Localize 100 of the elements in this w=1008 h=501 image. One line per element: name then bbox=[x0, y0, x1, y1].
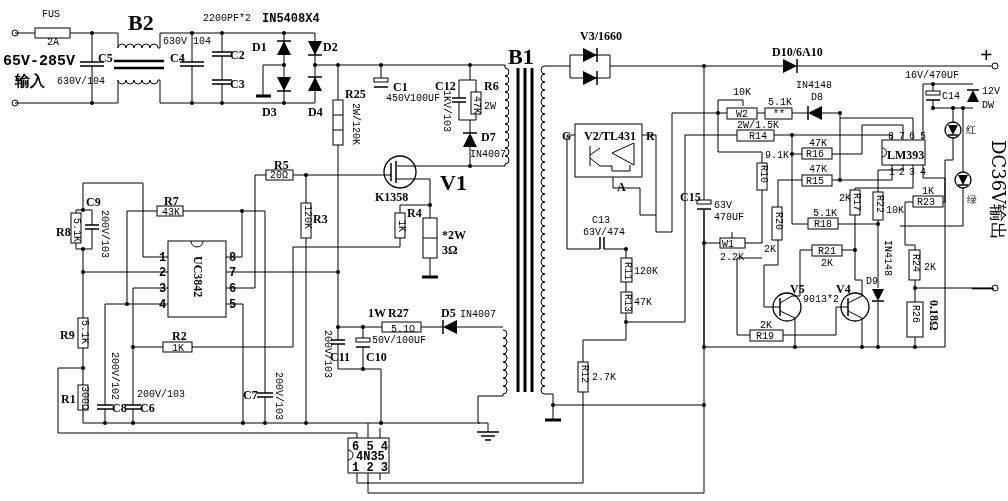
value-label: 2K bbox=[764, 244, 776, 255]
value-label: ** bbox=[773, 109, 785, 120]
value-label: R14 bbox=[749, 131, 767, 142]
value-label: 47K bbox=[809, 164, 827, 175]
component-label: B2 bbox=[128, 10, 154, 36]
component-label: C5 bbox=[98, 51, 113, 66]
component-label: D7 bbox=[481, 130, 496, 145]
component-label: D3 bbox=[262, 105, 277, 120]
terminal-sign: — bbox=[972, 274, 994, 300]
value-label: R26 bbox=[910, 305, 921, 323]
component-label: C8 bbox=[112, 401, 127, 416]
component-label: V5 bbox=[790, 282, 805, 296]
component-label: V3/1660 bbox=[580, 29, 622, 44]
value-label: 200V/103 bbox=[137, 389, 185, 400]
component-label: R7 bbox=[164, 194, 179, 208]
component-label: C2 bbox=[230, 48, 245, 63]
value-label: 2200PF*2 bbox=[203, 13, 251, 24]
value-label: 1K bbox=[922, 186, 934, 197]
value-label: IN4007 bbox=[460, 309, 496, 320]
component-label: D2 bbox=[323, 40, 338, 55]
value-label: 10K bbox=[733, 87, 751, 98]
value-label: R19 bbox=[756, 331, 774, 342]
chip-label: V2/TL431 bbox=[584, 129, 636, 144]
component-label: C15 bbox=[680, 190, 701, 205]
pin-number: 2 bbox=[899, 167, 905, 178]
chip-label: LM393 bbox=[887, 148, 925, 163]
value-label: 2K bbox=[839, 193, 851, 204]
component-label: B1 bbox=[508, 44, 534, 70]
value-label: R15 bbox=[806, 176, 824, 187]
component-label: C6 bbox=[140, 401, 155, 416]
terminal-sign: + bbox=[980, 42, 993, 68]
component-label: C1 bbox=[393, 80, 408, 94]
value-label: R12 bbox=[579, 365, 590, 383]
value-label: 5.1K bbox=[79, 320, 90, 344]
pin-number: 1 2 3 bbox=[352, 461, 388, 475]
component-label: R6 bbox=[484, 79, 499, 94]
component-label: R27 bbox=[388, 306, 409, 321]
value-label: 50V/100UF bbox=[372, 335, 426, 346]
value-label: 2A bbox=[47, 37, 59, 48]
value-label: R24 bbox=[910, 254, 921, 272]
component-label: K1358 bbox=[375, 190, 409, 205]
value-label: 1W bbox=[368, 306, 386, 321]
value-label: 120K bbox=[302, 205, 313, 229]
led-label: 绿 bbox=[967, 194, 977, 207]
component-label: C10 bbox=[366, 350, 387, 365]
value-label: 2W/1.5K bbox=[737, 120, 779, 131]
pin-label: G bbox=[562, 129, 572, 144]
value-label: 3Ω bbox=[442, 243, 458, 258]
component-label: C4 bbox=[170, 51, 185, 66]
value-label: C14 bbox=[942, 91, 960, 102]
value-label: 200V/103 bbox=[99, 210, 110, 258]
value-label: W1 bbox=[722, 239, 734, 250]
value-label: R18 bbox=[814, 219, 832, 230]
pin-label: R bbox=[646, 129, 655, 144]
chip-label: UC3842 bbox=[190, 256, 205, 298]
pin-label: A bbox=[617, 180, 626, 195]
component-label: R3 bbox=[313, 212, 328, 226]
pin-number: 1 bbox=[889, 167, 895, 178]
value-label: D8 bbox=[811, 92, 823, 103]
value-label: 47K bbox=[634, 297, 652, 308]
value-label: FUS bbox=[42, 9, 60, 20]
value-label: IN4148 bbox=[796, 80, 832, 91]
value-label: 2K bbox=[924, 262, 936, 273]
value-label: IN5408X4 bbox=[262, 12, 320, 26]
pin-number: 7 bbox=[229, 266, 237, 280]
value-label: 9013*2 bbox=[803, 294, 839, 305]
value-label: 200V/102 bbox=[109, 352, 120, 400]
pin-number: 8 bbox=[229, 251, 237, 265]
value-label: 10K bbox=[886, 205, 904, 216]
led-label: 红 bbox=[966, 124, 976, 137]
value-label: 63V bbox=[714, 200, 732, 211]
value-label: 47K bbox=[809, 138, 827, 149]
value-label: 200V/103 bbox=[273, 372, 284, 420]
value-label: *2W bbox=[442, 228, 466, 243]
pin-number: 1 bbox=[159, 251, 167, 265]
value-label: 20Ω bbox=[270, 170, 288, 181]
value-label: 120K bbox=[634, 266, 658, 277]
component-label: V1 bbox=[440, 170, 467, 196]
value-label: R17 bbox=[851, 193, 862, 211]
value-label: 2K bbox=[821, 258, 833, 269]
value-label: 2.7K bbox=[592, 372, 616, 383]
pin-number: 3 bbox=[909, 167, 915, 178]
value-label: R11 bbox=[622, 262, 633, 280]
pin-number: 5 bbox=[229, 298, 237, 312]
component-label: R8 bbox=[56, 225, 71, 239]
component-label: V4 bbox=[836, 282, 851, 296]
component-label: R4 bbox=[407, 206, 422, 221]
voltage-label: 输入 bbox=[15, 72, 45, 91]
value-label: 16V/470UF bbox=[905, 70, 959, 81]
component-label: R2 bbox=[172, 329, 187, 344]
value-label: 43K bbox=[162, 207, 180, 218]
component-label: R1 bbox=[61, 392, 76, 407]
voltage-label: 65V-285V bbox=[3, 53, 75, 70]
value-label: 2W bbox=[484, 101, 496, 112]
component-label: C9 bbox=[86, 195, 101, 210]
component-label: R5 bbox=[274, 158, 289, 172]
value-label: 470UF bbox=[714, 212, 744, 223]
value-label: R22 bbox=[874, 195, 885, 213]
value-label: 5.1K bbox=[813, 208, 837, 219]
value-label: 450V100UF bbox=[386, 93, 440, 104]
